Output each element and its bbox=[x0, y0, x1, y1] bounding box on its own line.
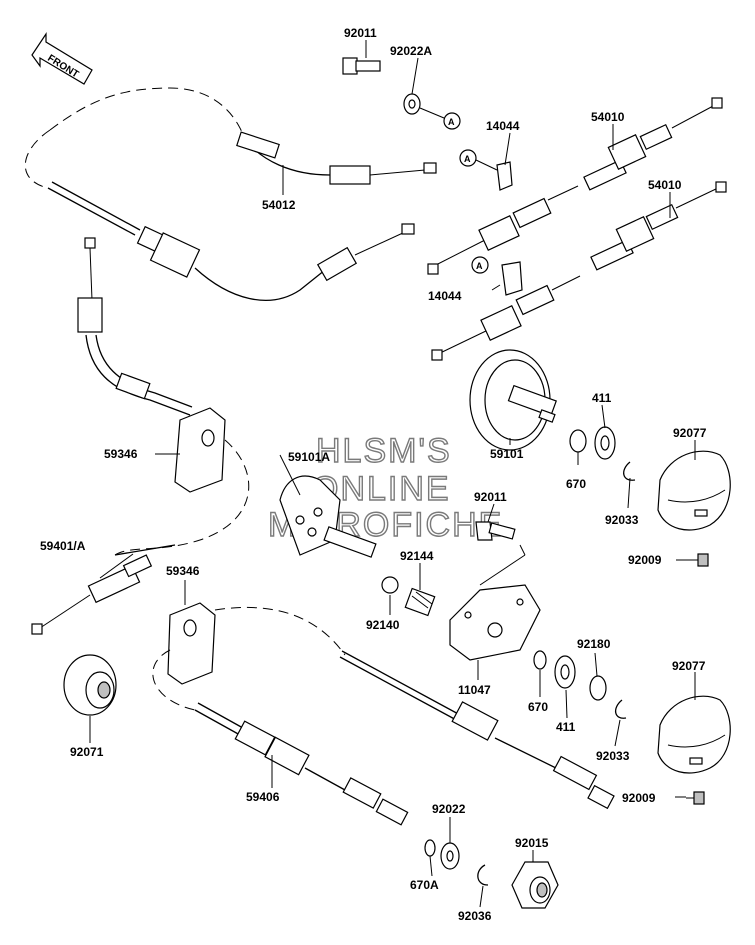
o-ring-670A bbox=[424, 839, 436, 857]
label-92009-top: 92009 bbox=[628, 553, 662, 567]
label-92011-top: 92011 bbox=[344, 26, 377, 40]
label-670A: 670A bbox=[410, 878, 439, 892]
pulley-59101 bbox=[469, 349, 557, 451]
screw-92009-b bbox=[686, 791, 705, 805]
label-59346-top: 59346 bbox=[104, 447, 138, 461]
bracket-14044-b: A bbox=[471, 256, 523, 296]
label-670-top: 670 bbox=[566, 477, 586, 491]
label-54010-mid: 54010 bbox=[648, 178, 682, 192]
housing-11047 bbox=[449, 584, 541, 661]
label-59406: 59406 bbox=[246, 790, 280, 804]
label-14044-bottom: 14044 bbox=[428, 289, 462, 303]
lever-59101A bbox=[279, 454, 377, 558]
ball-92140 bbox=[381, 576, 399, 594]
label-14044-top: 14044 bbox=[486, 119, 520, 133]
leader-lines bbox=[89, 40, 696, 908]
label-411-top: 411 bbox=[592, 391, 612, 405]
o-ring-670-a bbox=[569, 429, 587, 453]
label-92077-top: 92077 bbox=[673, 426, 707, 440]
label-92140: 92140 bbox=[366, 618, 400, 632]
bracket-14044-a: A bbox=[459, 149, 513, 191]
part-labels: 92011 92022A 14044 54010 54012 54010 140… bbox=[40, 26, 707, 923]
knob-92077-a bbox=[657, 450, 731, 531]
block-59346-b bbox=[167, 602, 216, 685]
label-92022A: 92022A bbox=[390, 44, 432, 58]
label-59346-bottom: 59346 bbox=[166, 564, 200, 578]
cable-54010-b bbox=[431, 181, 727, 361]
label-59101A: 59101A bbox=[288, 450, 330, 464]
cap-92071 bbox=[63, 654, 117, 716]
label-92071: 92071 bbox=[70, 745, 104, 759]
clip-92033-b bbox=[615, 699, 627, 719]
label-11047: 11047 bbox=[458, 683, 491, 697]
label-92077-bottom: 92077 bbox=[672, 659, 706, 673]
callout-a-3: A bbox=[476, 261, 483, 271]
watermark-line-1: HLSM'S bbox=[316, 432, 452, 470]
label-92144: 92144 bbox=[400, 549, 434, 563]
front-arrow-icon: FRONT bbox=[31, 32, 93, 85]
bolt-92011-b bbox=[475, 521, 526, 586]
washer-92180 bbox=[589, 675, 607, 701]
label-411-bottom: 411 bbox=[556, 720, 576, 734]
label-59101: 59101 bbox=[490, 447, 524, 461]
label-92022: 92022 bbox=[432, 802, 466, 816]
label-92033-top: 92033 bbox=[605, 513, 639, 527]
spring-92144 bbox=[404, 587, 436, 617]
label-54010-top: 54010 bbox=[591, 110, 625, 124]
label-92011-mid: 92011 bbox=[474, 490, 507, 504]
clip-92033-a bbox=[623, 461, 636, 481]
label-92015: 92015 bbox=[515, 836, 549, 850]
callout-a-2: A bbox=[464, 154, 471, 164]
cable-59406 bbox=[152, 606, 615, 826]
label-92036: 92036 bbox=[458, 909, 492, 923]
o-ring-670-b bbox=[533, 650, 547, 670]
label-92180: 92180 bbox=[577, 637, 611, 651]
cable-54010-a bbox=[427, 97, 723, 275]
callout-a-1: A bbox=[448, 117, 455, 127]
cable-54012 bbox=[24, 87, 437, 301]
knob-92077-b bbox=[657, 695, 731, 774]
label-59401A: 59401/A bbox=[40, 539, 86, 553]
cable-59401 bbox=[31, 237, 250, 635]
label-92033-bottom: 92033 bbox=[596, 749, 630, 763]
bolt-92011 bbox=[342, 57, 381, 75]
label-54012: 54012 bbox=[262, 198, 296, 212]
nut-92015 bbox=[511, 861, 559, 909]
clip-92036 bbox=[477, 864, 489, 886]
block-59346-a bbox=[174, 407, 226, 493]
label-92009-bottom: 92009 bbox=[622, 791, 656, 805]
screw-92009-a bbox=[690, 553, 709, 567]
label-670-bottom: 670 bbox=[528, 700, 548, 714]
